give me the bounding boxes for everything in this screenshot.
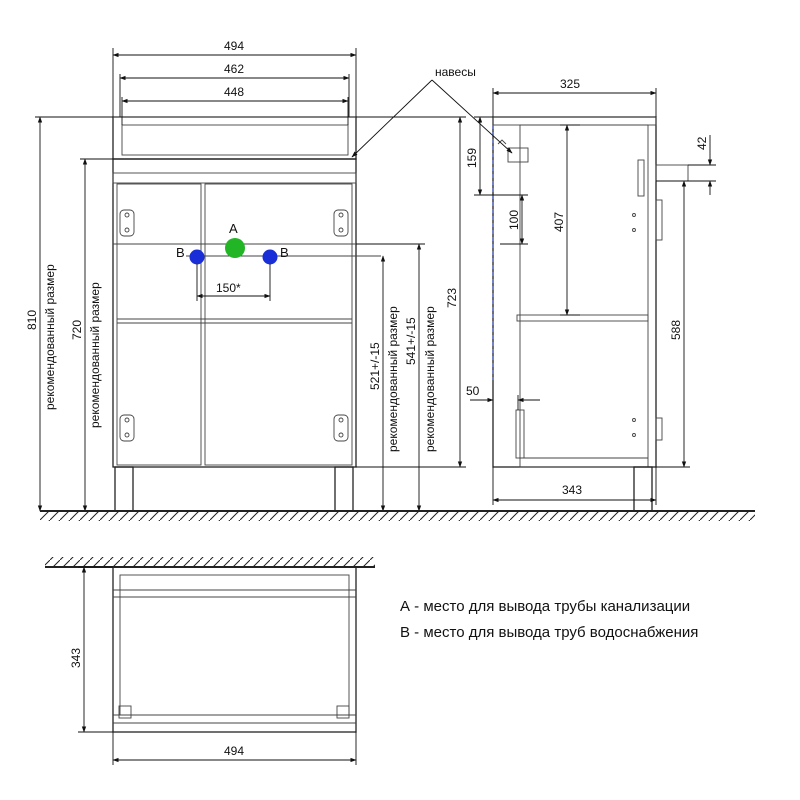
label-hinges: навесы: [435, 65, 476, 79]
dim-height-723: 723: [445, 288, 459, 308]
hinge-top-right: [333, 209, 349, 237]
dim-width-mid: 462: [224, 62, 244, 76]
label-recommended-541: рекомендованный размер: [423, 306, 437, 452]
dim-depth-bottom: 343: [562, 483, 582, 497]
side-handle: [637, 159, 645, 197]
front-countertop: [112, 116, 357, 160]
legend-b: В - место для вывода труб водоснабжения: [400, 624, 698, 641]
dim-100: 100: [507, 210, 521, 230]
legend-a: А - место для вывода трубы канализации: [400, 598, 690, 615]
dim-588: 588: [669, 320, 683, 340]
dim-height-total: 810: [25, 310, 39, 330]
pipe-point-b-left: [189, 249, 205, 265]
plan-outline: [112, 566, 357, 733]
pipe-point-a: [225, 238, 245, 258]
label-a: A: [229, 221, 238, 236]
leg-left: [114, 466, 134, 512]
label-recommended-521: рекомендованный размер: [386, 306, 400, 452]
leg-right: [334, 466, 354, 512]
dim-height-541: 541+/-15: [404, 317, 418, 365]
door-left: [116, 183, 202, 466]
top-view: 343 494: [45, 557, 375, 765]
dim-407: 407: [552, 212, 566, 232]
label-recommended-720: рекомендованный размер: [88, 282, 102, 428]
dim-height-521: 521+/-15: [368, 342, 382, 390]
side-leg: [633, 466, 653, 512]
dim-depth-top: 325: [560, 77, 580, 91]
dim-plan-width: 494: [224, 744, 244, 758]
dim-height-recommended: 720: [70, 320, 84, 340]
side-hinge-bracket: [507, 147, 529, 163]
dim-159: 159: [465, 148, 479, 168]
dim-plan-depth: 343: [69, 648, 83, 668]
dim-42: 42: [695, 136, 709, 150]
plan-leg-right: [336, 705, 350, 719]
hinge-bottom-right: [333, 414, 349, 442]
dim-width-total: 494: [224, 39, 244, 53]
front-view: A B B 150* 494 462 448 810 рекомендованн…: [25, 39, 466, 512]
side-view: 325 навесы 159 100 407 42 588: [351, 65, 716, 512]
floor-line: [40, 510, 755, 521]
label-b-right: B: [280, 245, 289, 260]
hinge-bottom-left: [119, 414, 135, 442]
front-countertop-inner: [121, 124, 349, 156]
label-recommended-810: рекомендованный размер: [43, 264, 57, 410]
side-shelf: [516, 314, 649, 322]
dim-50: 50: [466, 384, 480, 398]
wall-mount: [655, 164, 689, 182]
dim-pipe-spacing: 150*: [216, 281, 241, 295]
hinge-top-left: [119, 209, 135, 237]
dim-width-inner: 448: [224, 85, 244, 99]
door-right: [204, 183, 353, 466]
legend: А - место для вывода трубы канализации В…: [400, 598, 698, 641]
pipe-point-b-right: [262, 249, 278, 265]
side-body: [492, 116, 657, 468]
front-body: [112, 158, 357, 468]
plan-leg-left: [118, 705, 132, 719]
label-b-left: B: [176, 245, 185, 260]
